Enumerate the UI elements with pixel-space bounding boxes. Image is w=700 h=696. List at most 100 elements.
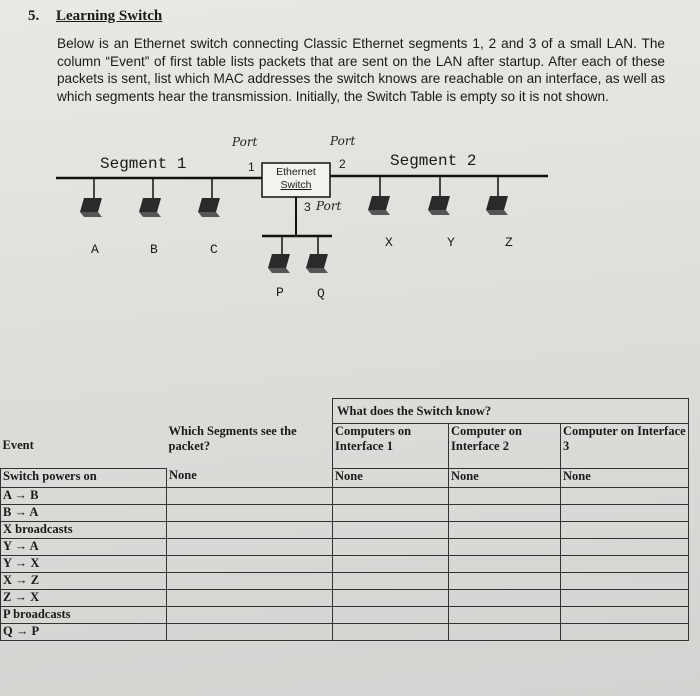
event-cell: Z → X [0, 588, 167, 607]
computer-label: A [91, 242, 99, 257]
interface-3-cell[interactable] [559, 520, 690, 539]
table-row: X broadcasts [0, 520, 690, 539]
interface-2-column-header: Computer on Interface 2 [448, 423, 561, 469]
table-row: Y → A [0, 537, 690, 556]
segments-cell[interactable]: None [166, 468, 333, 488]
interface-1-column-header: Computers on Interface 1 [332, 423, 449, 469]
event-cell: P broadcasts [0, 605, 167, 624]
event-cell: Y → X [0, 554, 167, 573]
interface-1-cell[interactable] [332, 486, 449, 505]
table-row: X → Z [0, 571, 690, 590]
interface-2-cell[interactable] [448, 520, 561, 539]
table-header-row: Event Which Segments see the packet? Com… [1, 423, 690, 469]
interface-2-cell[interactable] [448, 486, 561, 505]
table-row: A → B [0, 486, 690, 505]
event-cell: Y → A [0, 537, 167, 556]
table-row: B → A [0, 503, 690, 522]
interface-3-cell[interactable] [559, 571, 690, 590]
computer-label: B [150, 242, 158, 257]
table-row: Z → X [0, 588, 690, 607]
computer-label: Y [447, 235, 455, 250]
segments-cell[interactable] [166, 588, 333, 607]
computer-label: P [276, 285, 284, 300]
interface-2-cell[interactable]: None [448, 467, 561, 488]
table-row: Y → X [0, 554, 690, 573]
segments-cell[interactable] [166, 571, 333, 590]
interface-1-cell[interactable] [332, 605, 449, 624]
interface-1-cell[interactable] [332, 503, 449, 522]
interface-2-cell[interactable] [448, 503, 561, 522]
interface-3-cell[interactable] [559, 554, 690, 573]
ethernet-switch [261, 162, 331, 198]
port-1-number: 1 [248, 160, 255, 174]
event-cell: Switch powers on [0, 467, 167, 488]
segment-2-label: Segment 2 [390, 152, 477, 170]
interface-2-cell[interactable] [448, 537, 561, 556]
interface-1-cell[interactable] [332, 622, 449, 641]
switch-events-table: What does the Switch know? Event Which S… [0, 398, 690, 641]
segments-cell[interactable] [166, 503, 333, 522]
interface-2-cell[interactable] [448, 554, 561, 573]
interface-1-cell[interactable] [332, 554, 449, 573]
computer-icon [268, 254, 290, 273]
table-row: Switch powers on None None None None [0, 467, 690, 488]
event-cell: B → A [0, 503, 167, 522]
event-cell: X broadcasts [0, 520, 167, 539]
switch-knowledge-header: What does the Switch know? [331, 398, 690, 424]
interface-2-cell[interactable] [448, 588, 561, 607]
port-2-number: 2 [339, 157, 346, 171]
table-row: Q → P [0, 622, 690, 641]
switch-label-line-2: Switch [280, 179, 312, 191]
interface-3-cell[interactable] [559, 588, 690, 607]
interface-1-cell[interactable] [332, 537, 449, 556]
interface-2-cell[interactable] [448, 605, 561, 624]
event-cell: X → Z [0, 571, 167, 590]
computer-icon [428, 196, 450, 215]
handwritten-port-1: Port [232, 135, 258, 149]
switch-label: Ethernet Switch [262, 166, 330, 192]
computer-icon [368, 196, 390, 215]
segments-cell[interactable] [166, 537, 333, 556]
computer-icon [139, 198, 161, 217]
handwritten-port-2: Port [330, 134, 356, 148]
interface-3-cell[interactable] [559, 605, 690, 624]
interface-3-cell[interactable]: None [559, 467, 690, 488]
segments-cell[interactable] [166, 605, 333, 624]
segments-cell[interactable] [166, 486, 333, 505]
computer-icon [198, 198, 220, 217]
question-title: Learning Switch [56, 8, 163, 24]
interface-3-cell[interactable] [559, 622, 690, 641]
interface-1-cell[interactable] [332, 588, 449, 607]
computer-label: Z [505, 235, 513, 250]
segments-cell[interactable] [166, 622, 333, 641]
interface-3-cell[interactable] [559, 486, 690, 505]
interface-1-cell[interactable]: None [332, 467, 449, 488]
segments-cell[interactable] [166, 554, 333, 573]
interface-1-cell[interactable] [332, 520, 449, 539]
computer-label: X [385, 235, 393, 250]
interface-2-cell[interactable] [448, 571, 561, 590]
network-diagram [56, 162, 548, 273]
computer-icon [306, 254, 328, 273]
event-column-header: Event [2, 438, 34, 452]
handwritten-port-3: Port [316, 199, 342, 213]
table-group-header-row: What does the Switch know? [1, 398, 690, 424]
computer-icon [80, 198, 102, 217]
question-number: 5. [28, 8, 40, 24]
port-3-number: 3 [304, 200, 311, 214]
computer-icon [486, 196, 508, 215]
interface-3-cell[interactable] [559, 503, 690, 522]
interface-3-column-header: Computer on Interface 3 [559, 423, 690, 469]
segment-1-label: Segment 1 [100, 155, 187, 173]
event-cell: A → B [0, 486, 167, 505]
switch-label-line-1: Ethernet [276, 166, 316, 178]
event-cell: Q → P [0, 622, 167, 641]
computer-label: C [210, 242, 218, 257]
interface-1-cell[interactable] [332, 571, 449, 590]
interface-2-cell[interactable] [448, 622, 561, 641]
table-row: P broadcasts [0, 605, 690, 624]
question-paragraph: Below is an Ethernet switch connecting C… [57, 36, 665, 104]
segments-cell[interactable] [166, 520, 333, 539]
segments-column-header: Which Segments see the packet? [166, 423, 333, 468]
interface-3-cell[interactable] [559, 537, 690, 556]
